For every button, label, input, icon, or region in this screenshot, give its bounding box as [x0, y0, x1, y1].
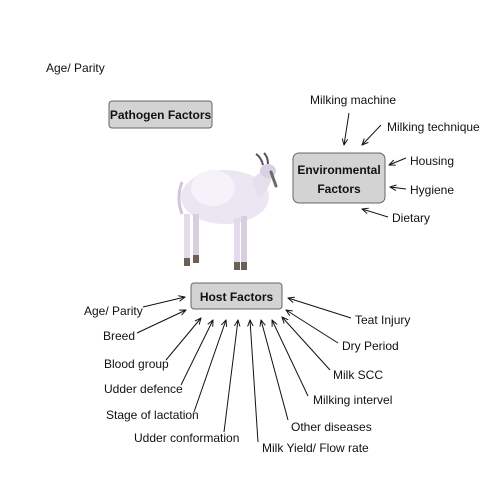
host-label-dry-period: Dry Period — [342, 339, 399, 353]
arrow-dry-period — [286, 310, 339, 344]
arrow-milk-scc — [282, 317, 331, 371]
env-label-dietary: Dietary — [392, 211, 430, 225]
arrow-milking-technique — [362, 124, 382, 145]
stray-age-parity-label: Age/ Parity — [46, 61, 105, 75]
host-label-other-diseases: Other diseases — [291, 420, 372, 434]
host-factors-label: Host Factors — [200, 290, 274, 304]
pathogen-factors-box: Pathogen Factors — [108, 100, 213, 129]
arrow-hygiene — [390, 187, 407, 189]
host-label-milking-intervel: Milking intervel — [313, 393, 392, 407]
host-label-age-parity: Age/ Parity — [84, 304, 143, 318]
host-label-blood-group: Blood group — [104, 357, 169, 371]
host-label-milk-scc: Milk SCC — [333, 368, 383, 382]
environmental-factors-box: Environmental Factors — [292, 152, 386, 204]
host-factors-box: Host Factors — [190, 282, 283, 310]
arrow-udder-defence — [180, 320, 213, 386]
environmental-arrows — [344, 112, 407, 218]
arrow-udder-conformation — [223, 320, 238, 433]
arrow-dietary — [362, 209, 389, 218]
arrow-teat-injury — [288, 298, 352, 319]
arrow-age-parity — [142, 297, 185, 308]
arrow-stage-of-lactation — [193, 320, 226, 413]
env-label-milking-technique: Milking technique — [387, 120, 480, 134]
host-label-stage-of-lactation: Stage of lactation — [106, 408, 199, 422]
arrow-breed — [136, 310, 186, 334]
host-arrows — [136, 297, 352, 443]
arrow-milking-intervel — [272, 320, 309, 397]
arrow-housing — [389, 157, 407, 165]
host-label-udder-defence: Udder defence — [104, 382, 183, 396]
host-label-breed: Breed — [103, 329, 135, 343]
host-label-teat-injury: Teat Injury — [355, 313, 410, 327]
arrow-blood-group — [165, 318, 201, 361]
arrow-milking-machine — [344, 112, 350, 145]
environmental-factors-label-line2: Factors — [317, 182, 361, 196]
env-label-hygiene: Hygiene — [410, 183, 454, 197]
host-label-milk-yield: Milk Yield/ Flow rate — [262, 441, 369, 455]
goat-illustration — [177, 152, 278, 270]
pathogen-factors-label: Pathogen Factors — [110, 108, 212, 122]
env-label-milking-machine: Milking machine — [310, 93, 396, 107]
arrow-milk-yield — [250, 320, 259, 443]
host-label-udder-conformation: Udder conformation — [134, 431, 239, 445]
env-label-housing: Housing — [410, 154, 454, 168]
environmental-factors-label-line1: Environmental — [297, 163, 380, 177]
arrow-other-diseases — [261, 320, 289, 421]
